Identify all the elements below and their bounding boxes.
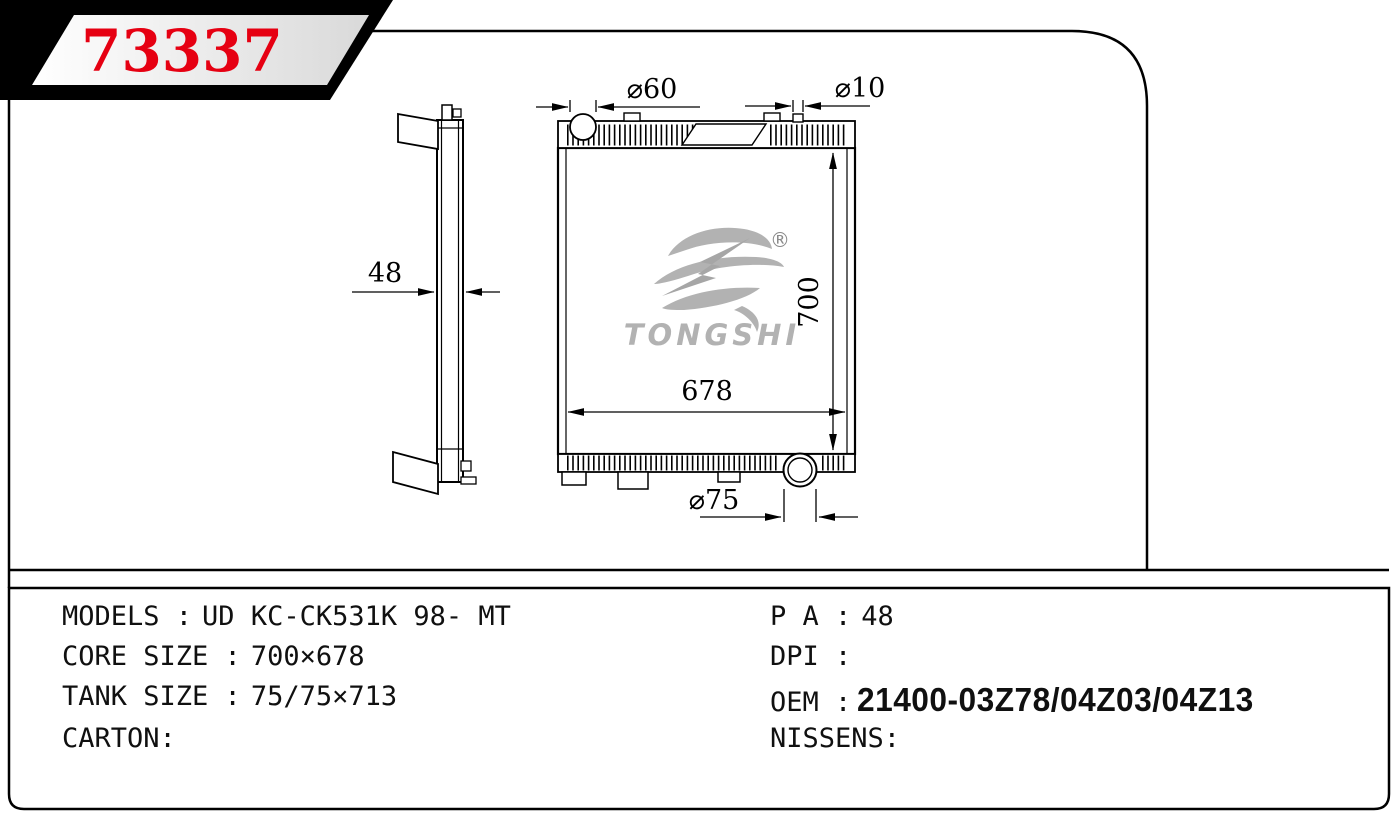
page-border [7,29,1391,811]
logo: ® TONGSHI [624,227,800,352]
spec-row-dpi: DPI : [770,641,861,672]
dim-bottom-pipe-label: ⌀75 [689,485,740,516]
spec-label-nissens: NISSENS: [770,723,901,754]
dim-core-height: 700 [794,152,837,451]
spec-row-carton: CARTON: [62,723,186,754]
spec-label-tank-size: TANK SIZE : [62,681,241,712]
dim-core-width-label: 678 [681,376,733,407]
dim-core-height-label: 700 [794,276,825,328]
spec-label-core-size: CORE SIZE : [62,641,241,672]
spec-row-core-size: CORE SIZE : 700×678 [62,641,365,672]
part-number: 73337 [81,17,283,85]
logo-mark-icon [654,227,784,332]
dim-core-width: 678 [567,376,846,416]
brand-wordmark: TONGSHI [624,318,800,352]
spec-value-tank-size: 75/75×713 [250,681,398,712]
banner-plate [32,15,369,85]
spec-row-tank-size: TANK SIZE : 75/75×713 [62,681,397,712]
spec-value-pa: 48 [861,601,894,632]
spec-label-carton: CARTON: [62,723,176,754]
radiator-side-view [392,104,477,496]
dim-top-small-port-label: ⌀10 [835,73,886,104]
registered-trademark-icon: ® [770,228,790,252]
part-number-banner: 73337 [0,0,394,101]
spec-row-models: MODELS : UD KC-CK531K 98- MT [62,601,511,632]
spec-label-oem: OEM : [770,687,852,718]
dim-top-port-label: ⌀60 [627,74,678,105]
spec-value-core-size: 700×678 [250,641,365,672]
spec-value-models: UD KC-CK531K 98- MT [202,601,511,632]
dim-side-thickness: 48 [352,258,500,296]
dim-side-thickness-label: 48 [368,258,402,289]
spec-row-pa: P A : 48 [770,601,894,632]
spec-value-oem: 21400-03Z78/04Z03/04Z13 [857,681,1255,718]
spec-row-oem: OEM :21400-03Z78/04Z03/04Z13 [770,681,1271,719]
spec-label-models: MODELS : [62,601,193,632]
spec-label-dpi: DPI : [770,641,852,672]
dim-top-small-port: ⌀10 [745,73,885,112]
dim-top-port: ⌀60 [536,74,700,112]
spec-row-nissens: NISSENS: [770,723,910,754]
dim-bottom-pipe: ⌀75 [689,485,858,522]
spec-label-pa: P A : [770,601,852,632]
